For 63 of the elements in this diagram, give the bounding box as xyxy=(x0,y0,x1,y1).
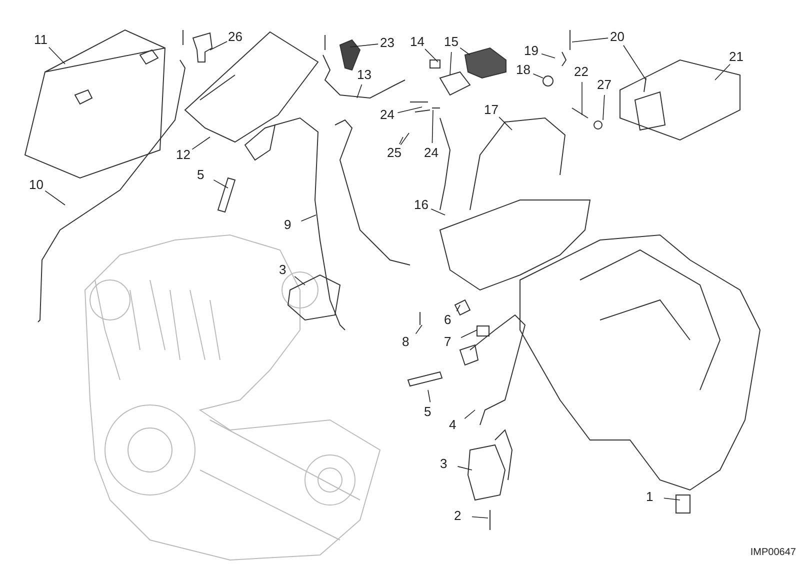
leader-line xyxy=(424,48,438,62)
leader-line xyxy=(714,64,730,80)
callout-number: 1 xyxy=(646,490,654,504)
callout-number: 9 xyxy=(284,218,292,232)
leader-line xyxy=(623,44,646,80)
callout-number: 13 xyxy=(357,68,372,82)
leader-line xyxy=(432,110,434,144)
callout-number: 24 xyxy=(424,146,438,160)
callout-number: 22 xyxy=(574,65,588,79)
callout-number: 8 xyxy=(402,335,410,349)
callout-number: 15 xyxy=(444,35,458,49)
callout-number: 23 xyxy=(380,36,394,50)
leader-line xyxy=(456,304,460,312)
leader-line xyxy=(460,47,470,56)
leader-line xyxy=(192,136,210,150)
callout-number: 14 xyxy=(410,35,424,49)
leader-line xyxy=(350,44,378,48)
leader-line xyxy=(300,214,316,222)
leader-line xyxy=(532,73,544,78)
leader-line xyxy=(399,136,404,144)
leader-line xyxy=(48,46,66,64)
leader-line xyxy=(460,330,478,338)
leader-line xyxy=(541,54,556,58)
leader-line xyxy=(415,324,422,334)
leader-line xyxy=(602,94,605,120)
callout-number: 5 xyxy=(424,405,432,419)
callout-number: 25 xyxy=(387,146,402,160)
leader-line xyxy=(450,52,452,76)
callout-number: 20 xyxy=(610,30,624,44)
leader-line xyxy=(472,516,488,518)
leader-line xyxy=(664,498,680,500)
leader-line xyxy=(430,208,446,216)
callout-number: 27 xyxy=(597,78,612,92)
callout-number: 24 xyxy=(380,108,394,122)
callout-number: 19 xyxy=(524,44,538,58)
leader-line xyxy=(400,132,410,146)
leader-line xyxy=(457,466,472,470)
callout-number: 2 xyxy=(454,509,462,523)
leader-line xyxy=(44,190,66,206)
callout-number: 21 xyxy=(729,50,744,64)
callout-number: 12 xyxy=(176,148,190,162)
callout-number: 18 xyxy=(516,63,530,77)
leader-line xyxy=(397,106,422,114)
callout-number: 3 xyxy=(279,263,286,277)
leader-line xyxy=(464,410,476,419)
callout-number: 7 xyxy=(444,335,452,349)
leader-line xyxy=(294,276,306,286)
callout-number: 26 xyxy=(228,30,242,44)
callout-number: 17 xyxy=(484,103,498,117)
callout-number: 6 xyxy=(444,313,452,327)
callout-number: 10 xyxy=(29,178,44,192)
leader-line xyxy=(356,84,362,98)
callout-number: 4 xyxy=(449,418,456,432)
callout-number: 5 xyxy=(197,168,204,182)
drawing-number: IMP00647 xyxy=(750,547,796,558)
leader-line xyxy=(428,390,431,403)
leader-line xyxy=(572,38,608,42)
callout-number: 16 xyxy=(414,198,428,212)
callout-number: 3 xyxy=(440,457,448,471)
leader-line xyxy=(498,116,512,130)
leader-line xyxy=(213,180,228,188)
callout-number: 11 xyxy=(34,33,48,47)
leader-line xyxy=(210,41,228,50)
